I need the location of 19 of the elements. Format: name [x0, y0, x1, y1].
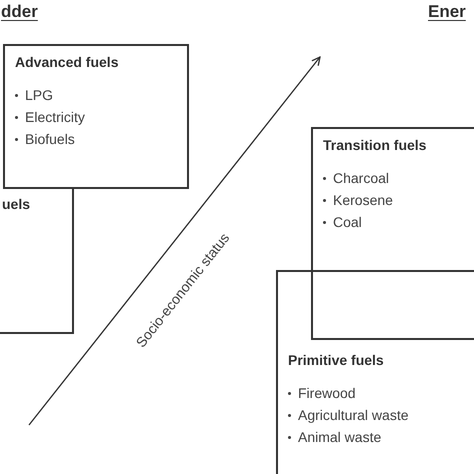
box-heading: Transition fuels [323, 137, 428, 153]
list-item: Electricity [15, 106, 177, 128]
box-heading: Primitive fuels [288, 352, 385, 368]
list-item: Kerosene [323, 189, 474, 211]
list-item: Animal waste [288, 426, 474, 448]
fuel-box [311, 127, 474, 340]
box-heading: uels [2, 196, 32, 212]
list-item: Firewood [288, 382, 474, 404]
list-item: LPG [15, 84, 177, 106]
list-item: Biofuels [15, 128, 177, 150]
section-heading: Ener [428, 2, 466, 22]
box-heading: Advanced fuels [15, 54, 120, 70]
fuel-box [276, 270, 474, 474]
list-item: Coal [323, 211, 474, 233]
fuel-box [3, 44, 189, 189]
list-item: Charcoal [323, 167, 474, 189]
section-heading: dder [1, 2, 38, 22]
fuel-box [0, 188, 74, 334]
list-item: Agricultural waste [288, 404, 474, 426]
